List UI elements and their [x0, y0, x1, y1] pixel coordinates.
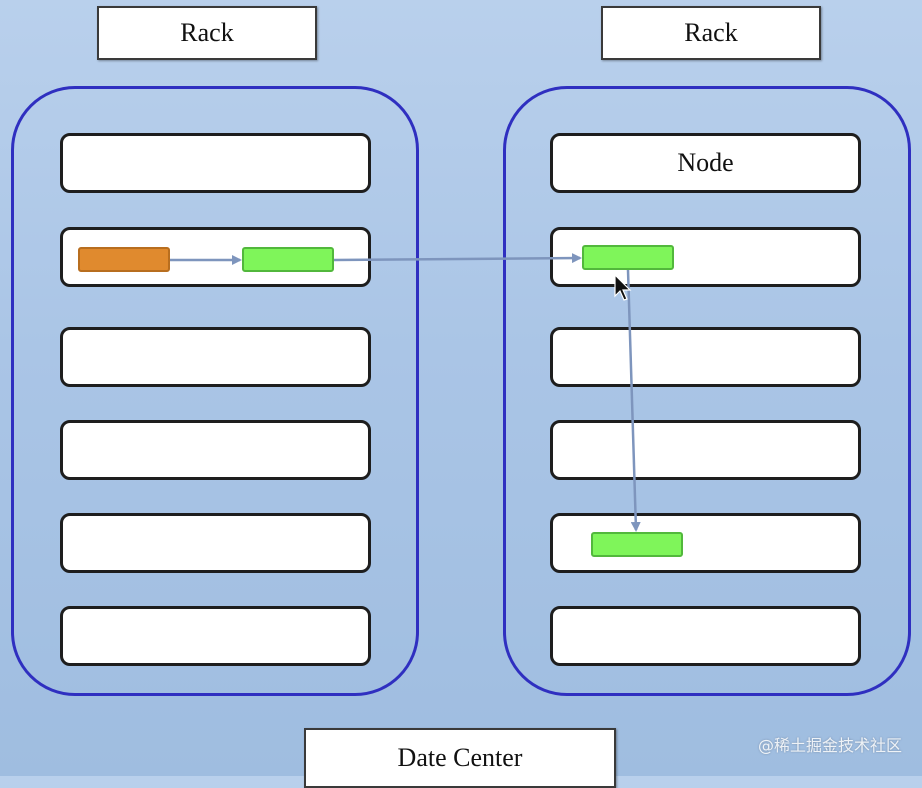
replica-block-left — [242, 247, 334, 272]
watermark-text: @稀土掘金技术社区 — [757, 736, 902, 755]
node-right-4 — [550, 420, 861, 480]
node-left-3 — [60, 327, 371, 387]
datacenter-title-text: Date Center — [397, 743, 523, 772]
rack-right — [503, 86, 911, 696]
node-left-1 — [60, 133, 371, 193]
primary-block — [78, 247, 170, 272]
rack-left-title-text: Rack — [180, 18, 234, 47]
replica-block-right-node5 — [591, 532, 683, 557]
mouse-cursor-icon — [614, 274, 632, 301]
replica-block-right-node2 — [582, 245, 674, 270]
node-right-3 — [550, 327, 861, 387]
node-left-4 — [60, 420, 371, 480]
rack-left — [11, 86, 419, 696]
rack-left-title: Rack — [97, 6, 317, 60]
node-label: Node — [677, 148, 734, 177]
rack-right-title-text: Rack — [684, 18, 738, 47]
node-right-1: Node — [550, 133, 861, 193]
datacenter-title: Date Center — [304, 728, 616, 788]
node-left-6 — [60, 606, 371, 666]
node-left-5 — [60, 513, 371, 573]
node-right-6 — [550, 606, 861, 666]
rack-right-title: Rack — [601, 6, 821, 60]
